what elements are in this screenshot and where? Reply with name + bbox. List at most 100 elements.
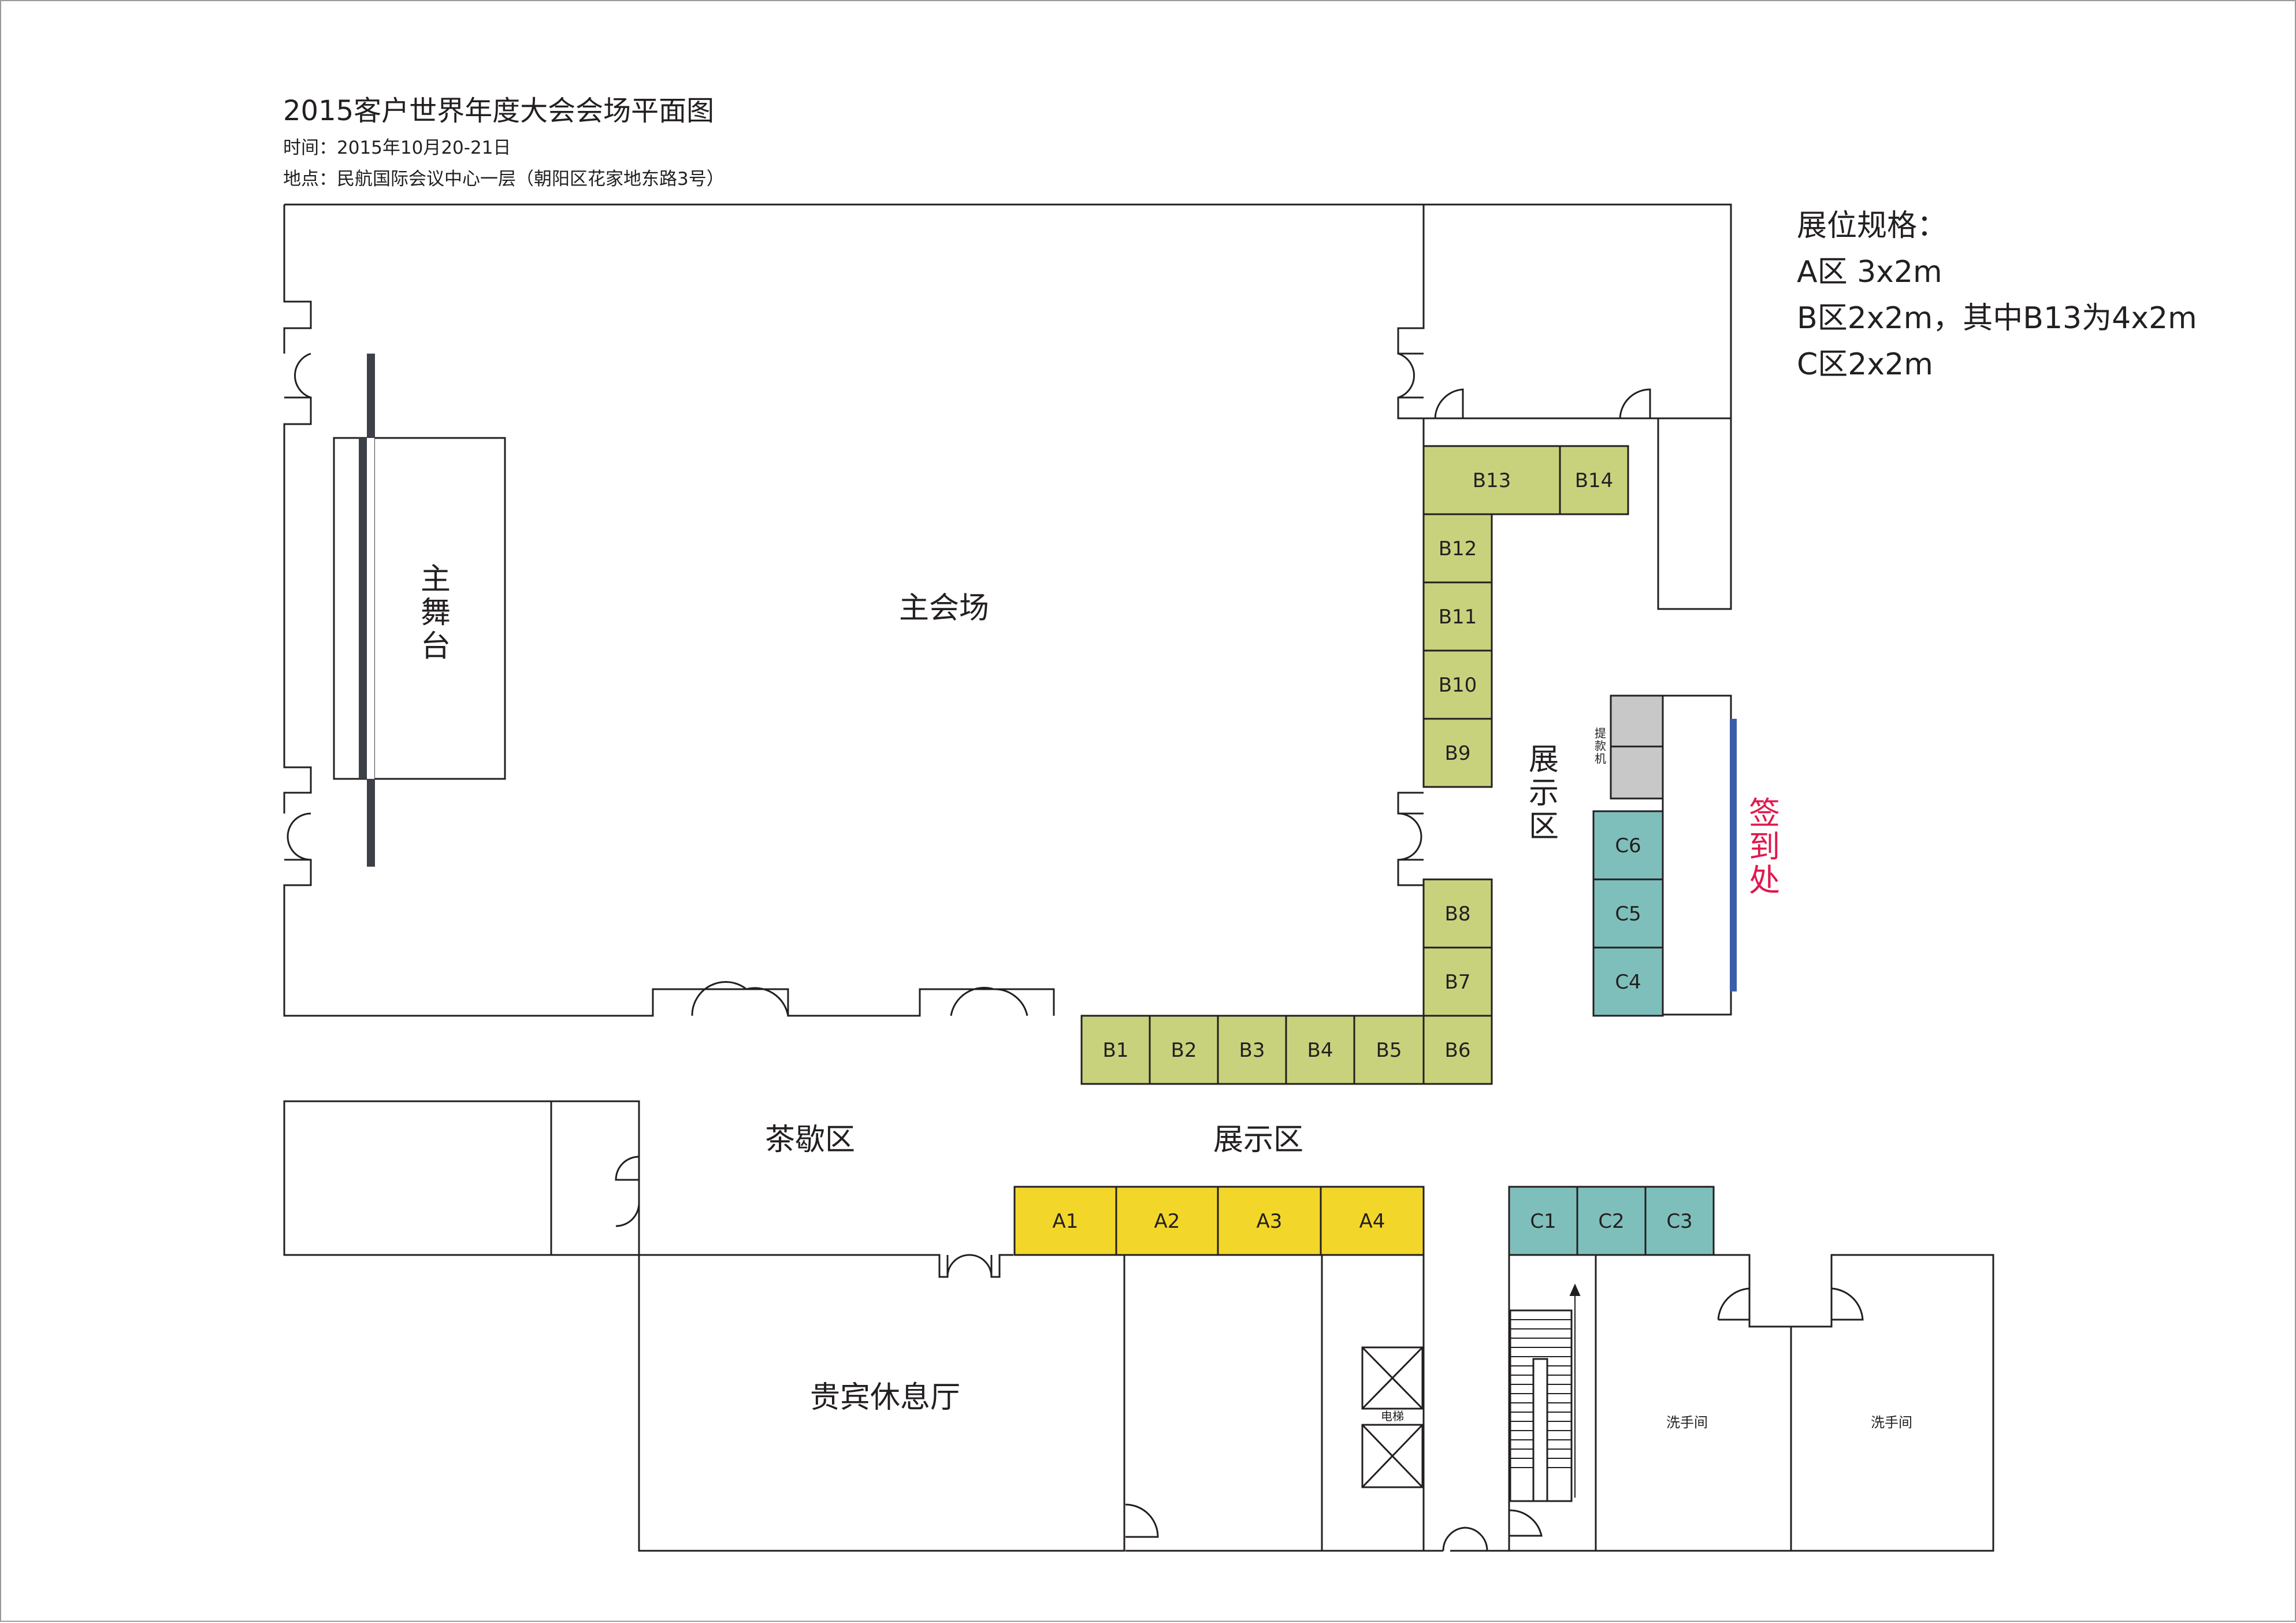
booth-b3-label: B3 [1239,1039,1265,1062]
expo-south-label: 展示区 [1213,1123,1303,1157]
booth-b9-label: B9 [1445,742,1471,765]
stair-door [1509,1509,1543,1537]
lower-left-door [615,1156,640,1227]
booth-b11-label: B11 [1439,606,1477,629]
booth-c5-label: C5 [1615,903,1641,926]
booth-spec-b: B区2x2m，其中B13为4x2m [1797,301,2197,336]
booth-b2-label: B2 [1171,1039,1197,1062]
stair-treads [1510,1283,1581,1498]
walls [283,203,1994,1552]
booth-b10-box [1422,649,1493,720]
lower-left-room [283,1100,640,1256]
restroom-door-1 [1717,1287,1751,1321]
booth-b7: B7 [1422,946,1493,1017]
booth-c1-box [1508,1186,1578,1256]
main-hall-wall [283,203,1425,1017]
registration-label: 签到处 [1749,795,1780,898]
booth-b13: B13 [1422,445,1561,515]
booth-a1: A1 [1013,1186,1117,1256]
booth-c6-label: C6 [1615,834,1641,857]
booth-b6: B6 [1422,1015,1493,1085]
main-hall-label: 主会场 [899,591,989,626]
booth-c4: C4 [1592,946,1664,1017]
booth-b3: B3 [1217,1015,1287,1085]
booth-b1: B1 [1080,1015,1151,1085]
booth-a2: A2 [1115,1186,1219,1256]
booth-c3-label: C3 [1666,1210,1692,1233]
booth-b2-box [1149,1015,1219,1085]
atm-label: 提款机 [1595,726,1606,766]
elevator-1 [1361,1346,1424,1410]
booth-spec-c: C区2x2m [1797,347,1933,382]
corridor-door-1 [1125,1503,1159,1538]
booth-b6-label: B6 [1445,1039,1471,1062]
page-title: 2015客户世界年度大会会场平面图 [283,95,715,127]
vip-lounge-label: 贵宾休息厅 [810,1380,960,1415]
booth-c1: C1 [1508,1186,1578,1256]
booth-b12-label: B12 [1439,537,1477,560]
elevator-label: 电梯 [1381,1409,1404,1423]
booth-c3: C3 [1644,1186,1715,1256]
vip-door [946,1254,993,1277]
booth-b9: B9 [1422,718,1493,788]
booth-b13-label: B13 [1473,469,1511,492]
booth-a4-label: A4 [1359,1210,1385,1233]
booth-c1-label: C1 [1530,1210,1556,1233]
atm-1 [1610,694,1664,748]
booth-b14-label: B14 [1575,469,1614,492]
booth-c4-label: C4 [1615,971,1641,994]
staircase [1509,1309,1573,1502]
booth-b4: B4 [1285,1015,1355,1085]
booth-b8: B8 [1422,878,1493,949]
restroom-block [1508,1254,1994,1552]
booth-b5: B5 [1353,1015,1425,1085]
booth-c5: C5 [1592,878,1664,949]
door-east-1 [1398,352,1416,399]
booth-spec-title: 展位规格： [1797,209,1948,243]
registration-label-group: 签到处 [1749,795,1780,898]
vip-lounge-wall [638,1254,1509,1552]
registration-desk [1662,694,1732,1016]
ne-door-2 [1619,388,1651,419]
booth-c2-label: C2 [1598,1210,1624,1233]
restroom-label-2: 洗手间 [1871,1414,1912,1431]
booth-b14-box [1559,445,1629,515]
restroom-label-1: 洗手间 [1666,1414,1708,1431]
booth-spec-a: A区 3x2m [1797,255,1942,289]
booth-a1-label: A1 [1053,1210,1079,1233]
booth-b11-box [1422,581,1493,652]
booth-c6-box [1592,810,1664,881]
booth-b7-label: B7 [1445,971,1471,994]
booth-c3-box [1644,1186,1715,1256]
elevator-2 [1361,1424,1424,1488]
booth-b5-label: B5 [1376,1039,1402,1062]
booth-b9-box [1422,718,1493,788]
booth-a1-box [1013,1186,1117,1256]
booth-a3: A3 [1217,1186,1322,1256]
booth-c4-box [1592,946,1664,1017]
door-west-2 [287,812,311,861]
restroom-door-2 [1831,1287,1864,1321]
main-stage [333,354,506,867]
booth-b6-box [1422,1015,1493,1085]
room-labels: 主会场 主舞台 展示区 提款机 茶歇区 展示区 贵宾休息厅 电梯 洗手间 洗手间 [421,562,1912,1431]
booth-a2-label: A2 [1154,1210,1180,1233]
booth-b4-label: B4 [1307,1039,1333,1062]
booth-a3-box [1217,1186,1322,1256]
booth-b5-box [1353,1015,1425,1085]
booth-b10-label: B10 [1439,674,1477,697]
booth-b14: B14 [1559,445,1629,515]
tea-break-label: 茶歇区 [765,1123,855,1157]
door-west-1 [293,352,311,399]
booth-b11: B11 [1422,581,1493,652]
booth-c5-box [1592,878,1664,949]
door-east-2 [1398,812,1422,861]
atm-2 [1610,745,1664,800]
expo-east-label: 展示区 [1529,742,1559,844]
booths-layer: A1 A2 A3 A4 B1 B2 B3 B4 B5 B6 B7 B8 B9 B10 B11 B12 B13 B1… [1013,445,1715,1256]
booth-c6: C6 [1592,810,1664,881]
booth-b7-box [1422,946,1493,1017]
booth-b10: B10 [1422,649,1493,720]
atm-machines [1610,694,1664,800]
